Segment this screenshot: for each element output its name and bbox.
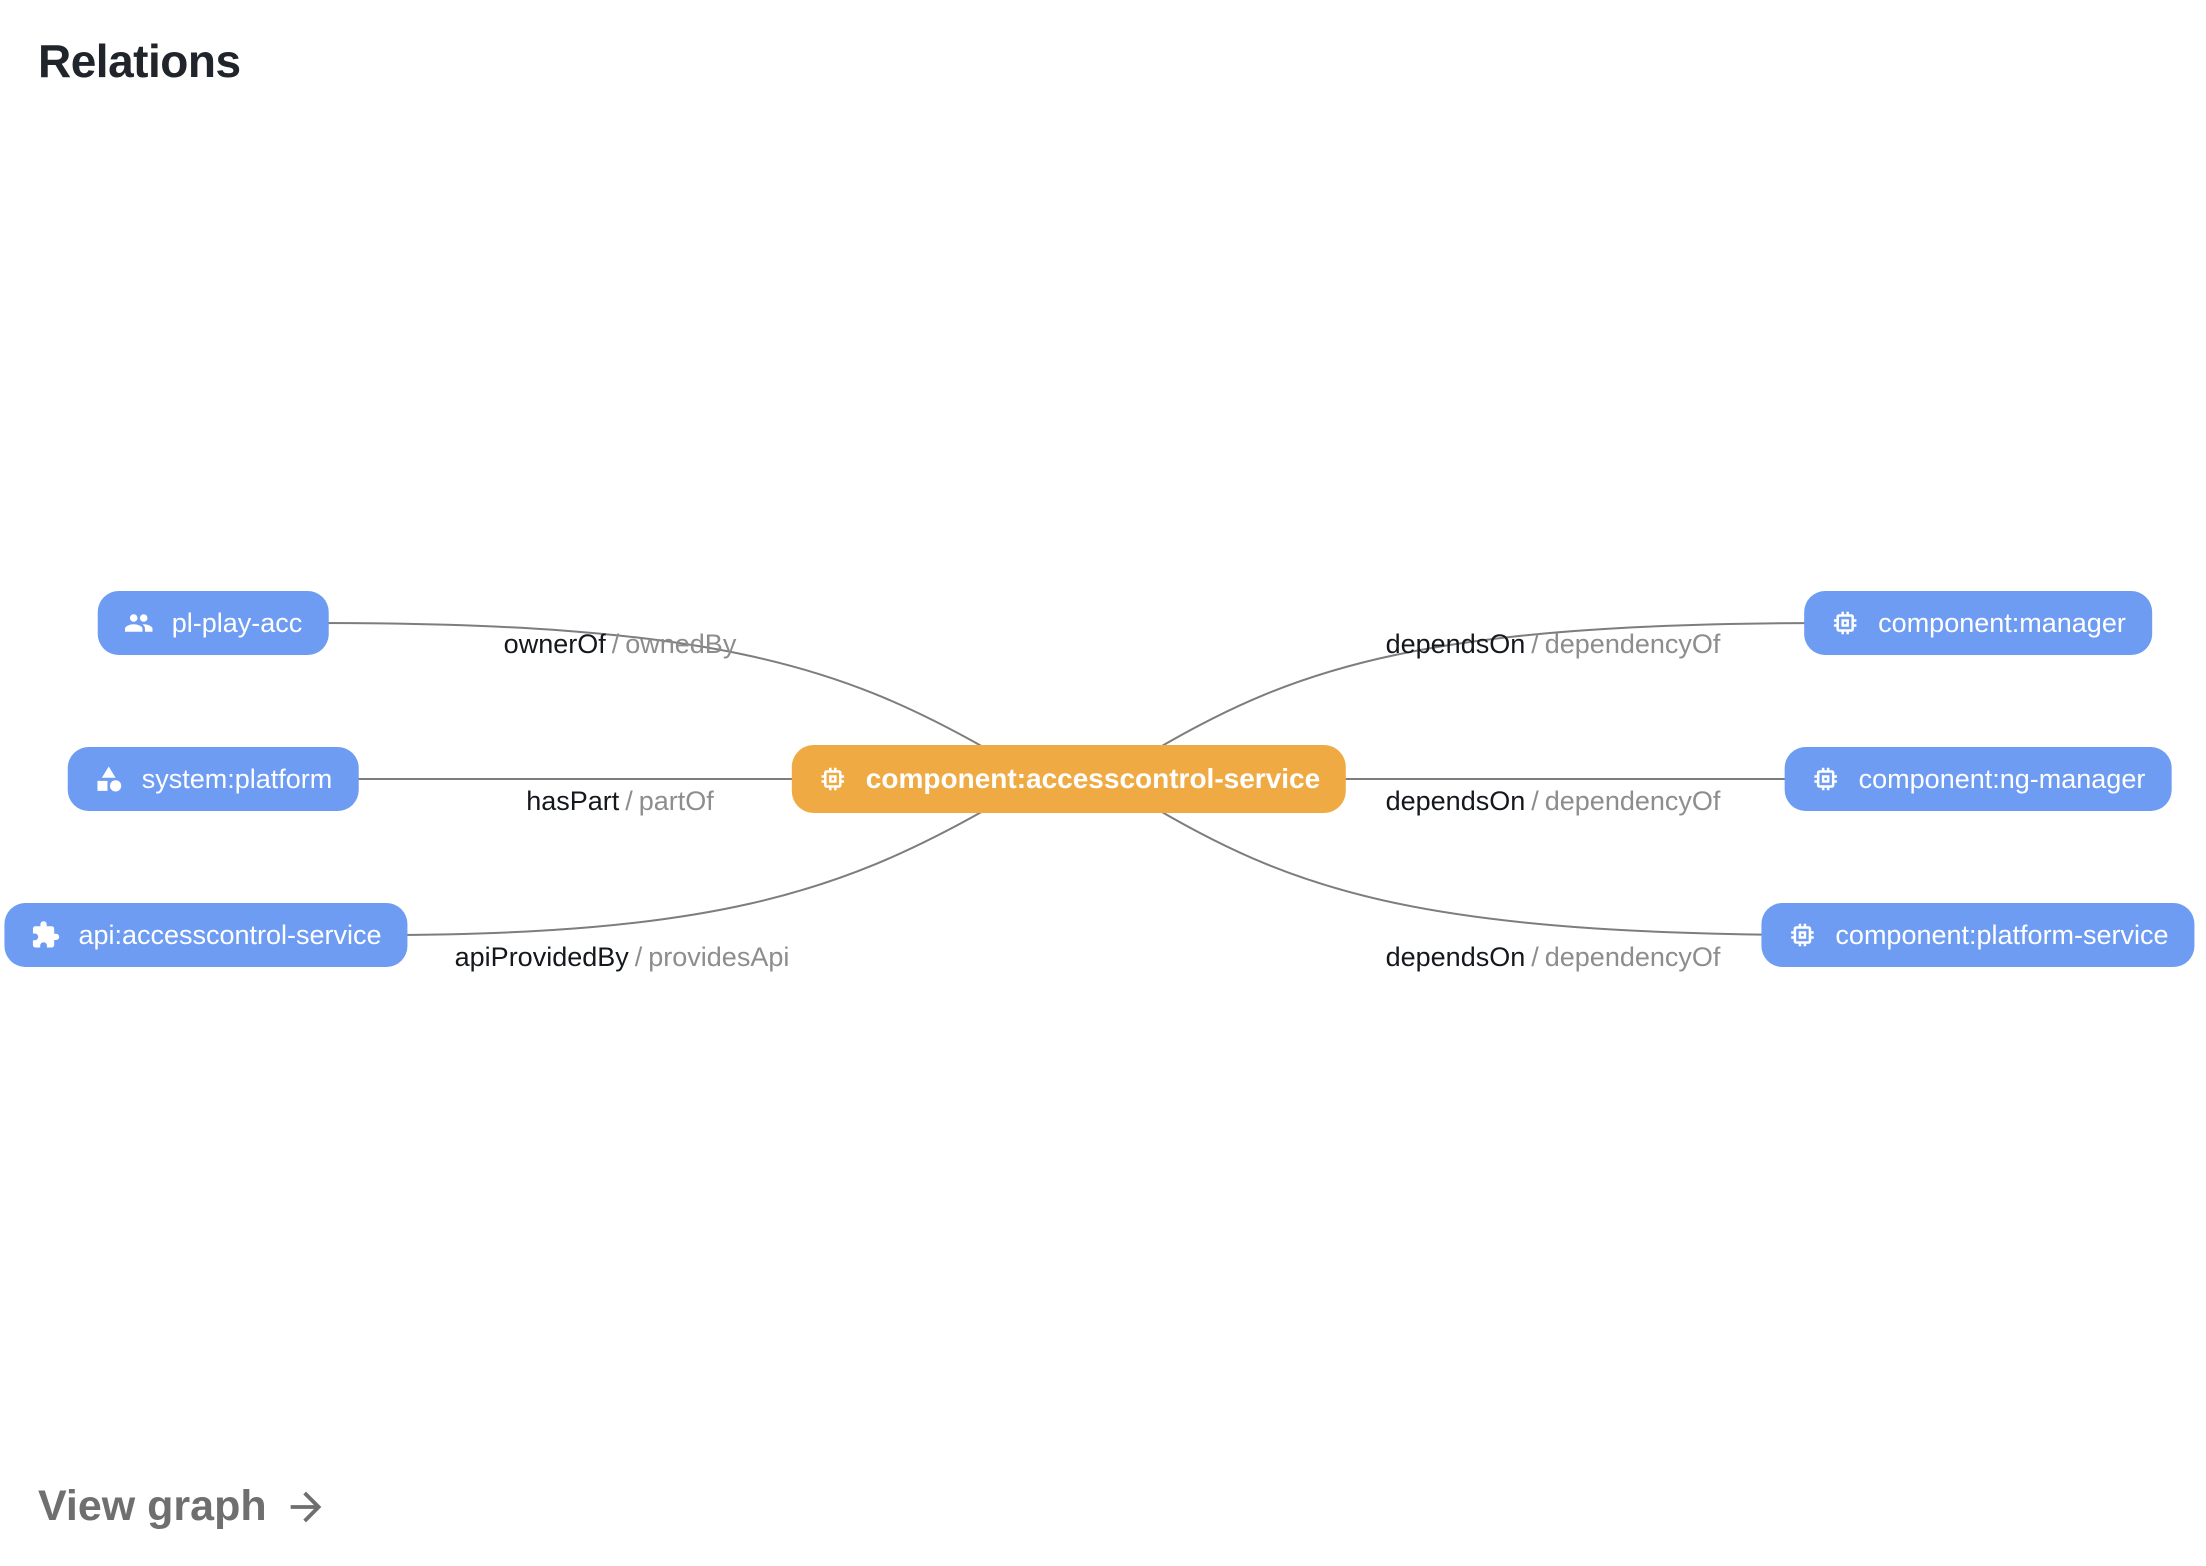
edge-dependson-manager [1154, 622, 1831, 751]
category-icon [94, 764, 124, 794]
edge-label-ownerof: ownerOf/ownedBy [504, 629, 737, 660]
node-api-accesscontrol-service[interactable]: api:accesscontrol-service [4, 903, 408, 967]
edge-label-apiprovidedby: apiProvidedBy/providesApi [455, 942, 790, 973]
edge-label-haspart: hasPart/partOf [526, 786, 714, 817]
view-graph-link[interactable]: View graph [38, 1482, 329, 1531]
node-component-platform-service[interactable]: component:platform-service [1761, 903, 2195, 967]
node-pl-play-acc[interactable]: pl-play-acc [97, 591, 329, 655]
edge-label-dependson-ng-manager: dependsOn/dependencyOf [1386, 786, 1721, 817]
node-label: system:platform [141, 763, 333, 794]
node-label: api:accesscontrol-service [78, 919, 382, 950]
relation-separator: / [625, 786, 633, 816]
relation-reverse: dependencyOf [1544, 786, 1721, 816]
relation-separator: / [1531, 629, 1539, 659]
node-component-accesscontrol-service[interactable]: component:accesscontrol-service [791, 745, 1347, 813]
group-icon [124, 608, 154, 638]
memory-icon [1787, 920, 1817, 950]
extension-icon [30, 920, 60, 950]
node-label: component:manager [1878, 607, 2126, 638]
relation-reverse: providesApi [648, 942, 790, 972]
relation-forward: dependsOn [1385, 629, 1526, 659]
edge-label-dependson-platform-service: dependsOn/dependencyOf [1386, 942, 1721, 973]
relation-reverse: ownedBy [625, 629, 737, 659]
memory-icon [818, 764, 848, 794]
relation-separator: / [1531, 786, 1539, 816]
edge-apiprovidedby [377, 809, 986, 936]
view-graph-label: View graph [38, 1482, 267, 1530]
relation-separator: / [611, 629, 620, 659]
relation-forward: ownerOf [503, 629, 606, 659]
relation-forward: apiProvidedBy [454, 942, 629, 972]
edge-label-dependson-manager: dependsOn/dependencyOf [1386, 629, 1721, 660]
edge-dependson-platform-service [1154, 807, 1831, 936]
relation-reverse: partOf [638, 786, 714, 816]
memory-icon [1811, 764, 1841, 794]
node-system-platform[interactable]: system:platform [67, 747, 359, 811]
relation-reverse: dependencyOf [1544, 942, 1721, 972]
page-title: Relations [38, 35, 241, 87]
relation-forward: dependsOn [1385, 786, 1526, 816]
relation-reverse: dependencyOf [1544, 629, 1721, 659]
node-label: pl-play-acc [171, 607, 303, 638]
edge-ownerof [319, 622, 986, 749]
node-label: component:accesscontrol-service [865, 763, 1321, 794]
node-component-manager[interactable]: component:manager [1804, 591, 2152, 655]
arrow-right-icon [283, 1484, 329, 1530]
node-label: component:ng-manager [1858, 763, 2146, 794]
relation-forward: dependsOn [1385, 942, 1526, 972]
relation-separator: / [634, 942, 643, 972]
memory-icon [1830, 608, 1860, 638]
relation-forward: hasPart [526, 786, 620, 816]
node-component-ng-manager[interactable]: component:ng-manager [1784, 747, 2172, 811]
node-label: component:platform-service [1835, 919, 2169, 950]
relation-separator: / [1531, 942, 1539, 972]
